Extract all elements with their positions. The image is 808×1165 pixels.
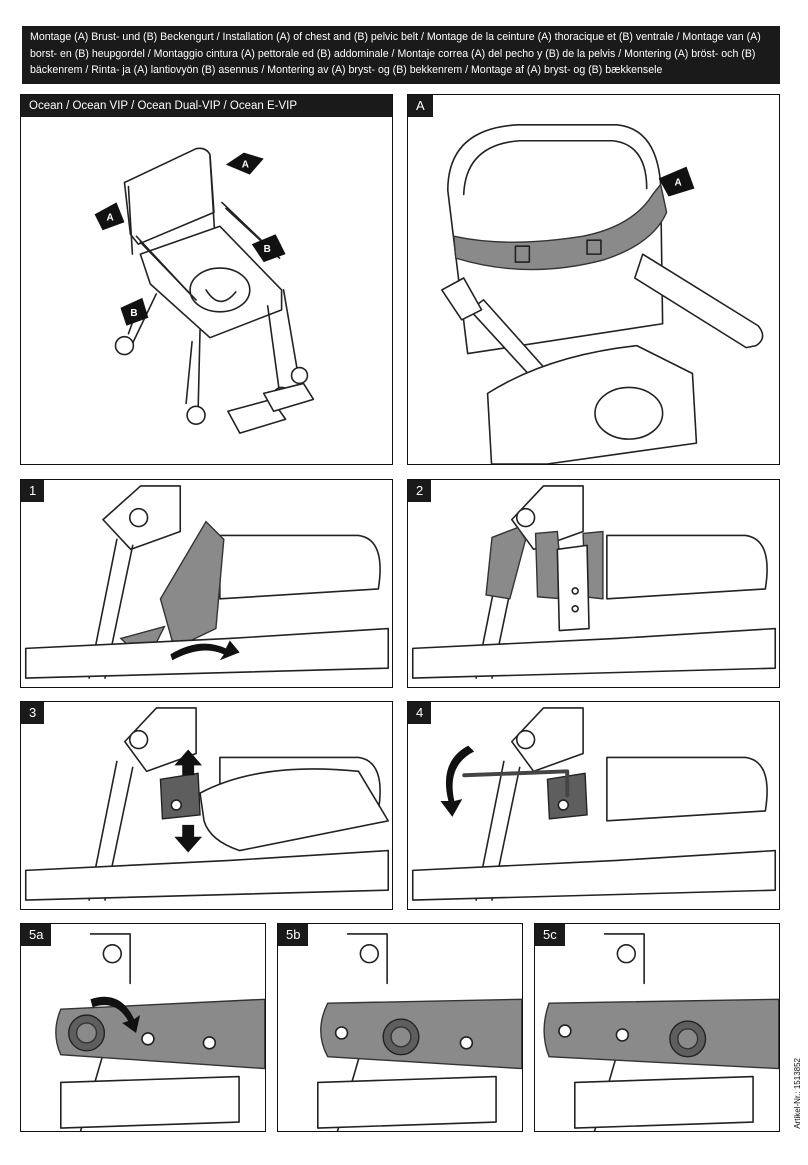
step-2-illustration [411, 485, 777, 679]
title-line-2: borst- en (B) heupgordel / Montaggio cin… [30, 47, 756, 60]
step-2-label: 2 [408, 480, 432, 502]
arrow-a-left: A [94, 202, 125, 231]
step-4-label: 4 [408, 702, 432, 724]
svg-text:B: B [130, 308, 137, 319]
overview-panel: Ocean / Ocean VIP / Ocean Dual-VIP / Oce… [20, 94, 393, 465]
step-5b-panel: 5b [277, 923, 523, 1132]
step-1-panel: 1 [20, 479, 393, 688]
arrow-b-left: B [120, 297, 149, 326]
step-5a-panel: 5a [20, 923, 266, 1132]
shower-chair-illustration: A A B B [94, 147, 315, 434]
svg-text:B: B [264, 244, 271, 255]
title-line-3: bäckenrem / Rinta- ja (A) lantiovyön (B)… [30, 64, 663, 76]
step-3-panel: 3 [20, 701, 393, 910]
svg-text:A: A [107, 212, 114, 223]
step-4-illustration [411, 707, 777, 901]
svg-text:A: A [675, 178, 682, 189]
arrow-a-top: A [225, 152, 264, 175]
arrow-a-detail: A [658, 166, 695, 197]
detail-a-label: A [408, 95, 433, 117]
step-5c-panel: 5c [534, 923, 780, 1132]
title-line-1: Montage (A) Brust- und (B) Beckengurt / … [30, 31, 761, 43]
step-5c-label: 5c [535, 924, 565, 946]
step-2-panel: 2 [407, 479, 780, 688]
article-number: Artikel-Nr.: 1513852 [793, 1058, 802, 1129]
step-5b-label: 5b [278, 924, 309, 946]
step-5c-illustration [543, 933, 779, 1131]
step-1-illustration [24, 485, 390, 679]
overview-model-label: Ocean / Ocean VIP / Ocean Dual-VIP / Oce… [21, 95, 392, 117]
step-5b-illustration [317, 933, 522, 1131]
step-3-label: 3 [21, 702, 45, 724]
step-1-label: 1 [21, 480, 45, 502]
step-3-illustration [24, 707, 390, 901]
arrow-b-right: B [251, 234, 286, 263]
detail-a-panel: A A [407, 94, 780, 465]
chest-belt-illustration: A [441, 124, 764, 464]
step-5a-label: 5a [21, 924, 52, 946]
instruction-title: Montage (A) Brust- und (B) Beckengurt / … [22, 26, 780, 84]
step-5a-illustration [55, 933, 265, 1131]
svg-text:A: A [242, 160, 249, 171]
step-4-panel: 4 [407, 701, 780, 910]
